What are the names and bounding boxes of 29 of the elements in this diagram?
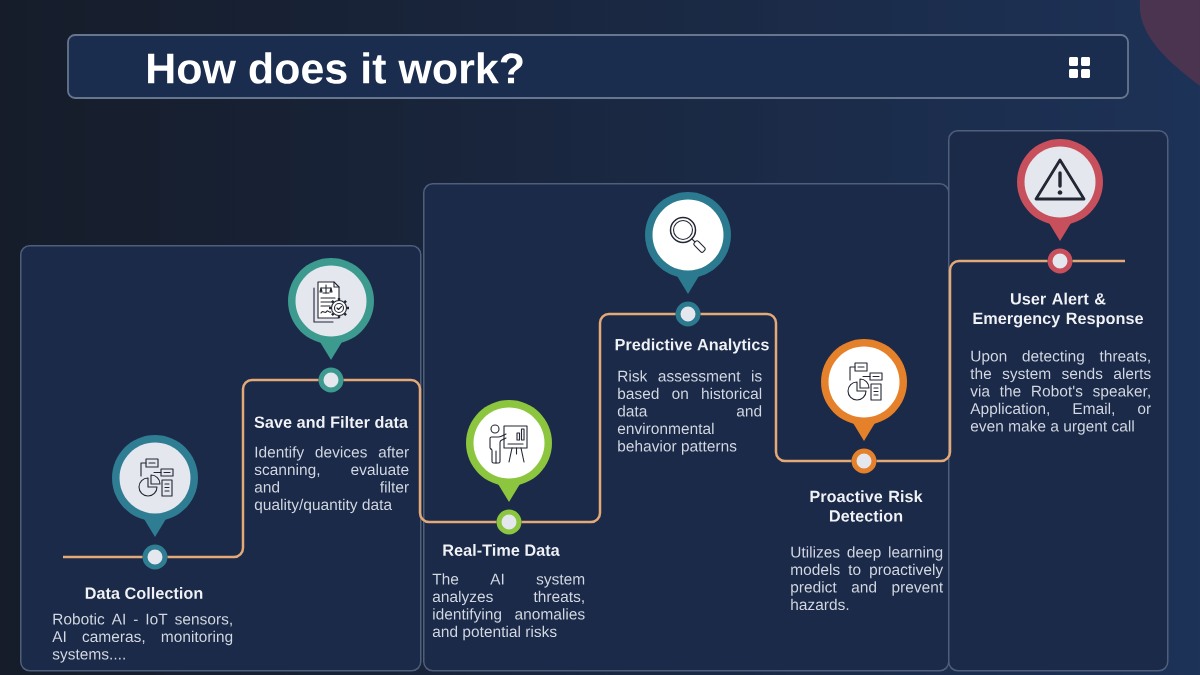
step-title: User Alert & Emergency Response (973, 292, 1144, 328)
step-title: Save and Filter data (254, 416, 409, 428)
timeline-dot (142, 544, 168, 570)
panel (948, 130, 1169, 672)
timeline-dot (318, 367, 344, 393)
step-title: Predictive Analytics (615, 338, 769, 354)
timeline-dot (496, 509, 522, 535)
step-description: Upon detecting threats, the system sends alerts via the Robot's speaker, Application, Email, or even make a urgent call (970, 350, 1151, 435)
connector-line (1072, 259, 1125, 263)
panel (20, 245, 422, 672)
step-description: Identify devices after scanning, evaluate and filter quality/quantity data (254, 446, 409, 514)
timeline-dot (1047, 248, 1073, 274)
connector-line (521, 312, 676, 524)
timeline-dot (675, 301, 701, 327)
step-description: Utilizes deep learning models to proactively predict and prevent hazards. (791, 546, 944, 611)
step-title: Real-Time Data (443, 544, 560, 556)
title: How does it work? (148, 52, 523, 84)
connector-line (700, 312, 852, 463)
step-description: Risk assessment is based on historical data and environmental behavior patterns (617, 370, 762, 455)
connector-line (63, 555, 143, 559)
connector-line (343, 378, 497, 524)
step-title: Proactive Risk Detection (810, 490, 923, 522)
step-description: Robotic AI - IoT sensors, AI cameras, monitoring systems.... (52, 613, 233, 663)
step-description: The AI system analyzes threats, identifying anomalies and potential risks (432, 573, 585, 641)
timeline-dot (851, 448, 877, 474)
connector-line (167, 378, 319, 559)
step-title: Data Collection (85, 587, 203, 599)
panel (423, 183, 950, 672)
connector-line (876, 259, 1048, 463)
